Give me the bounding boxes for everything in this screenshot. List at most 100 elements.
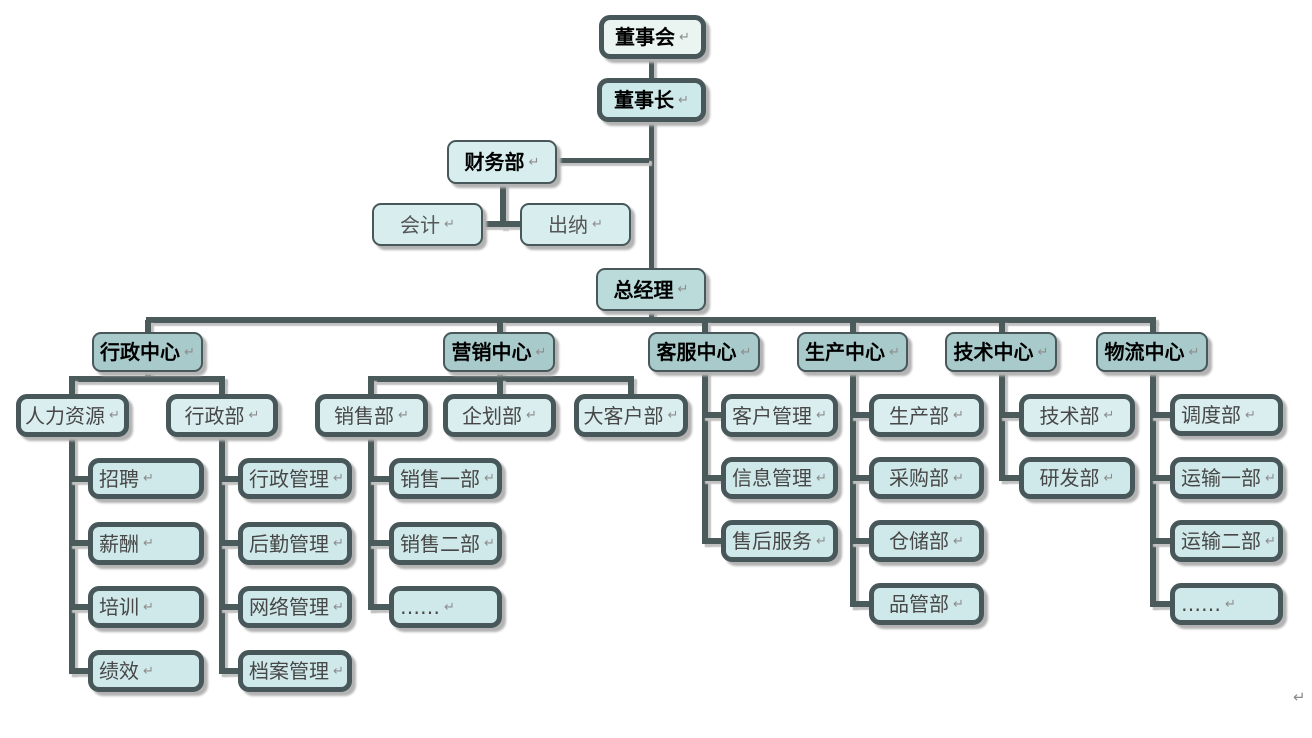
node-training[interactable]: 培训↵ — [88, 586, 204, 628]
node-logistics-more[interactable]: ……↵ — [1170, 583, 1283, 625]
node-hr-label: 人力资源 — [25, 403, 106, 428]
paragraph-return-mark: ↵ — [333, 536, 344, 551]
paragraph-return-mark: ↵ — [528, 154, 540, 170]
node-key-account-dept-label: 大客户部 — [583, 403, 664, 428]
node-network-mgmt[interactable]: 网络管理↵ — [238, 586, 352, 628]
node-quality[interactable]: 品管部↵ — [869, 583, 984, 625]
paragraph-return-mark: ↵ — [678, 92, 689, 108]
node-rd-dept-label: 研发部 — [1039, 466, 1100, 490]
node-after-sales-label: 售后服务 — [732, 529, 813, 553]
node-production-dept-label: 生产部 — [889, 403, 950, 428]
paragraph-return-mark: ↵ — [143, 471, 154, 486]
connector-stub-marketing — [497, 320, 503, 333]
node-tech-center[interactable]: 技术中心↵ — [945, 332, 1057, 372]
node-planning-dept[interactable]: 企划部↵ — [443, 394, 556, 437]
node-tech-dept[interactable]: 技术部↵ — [1019, 394, 1135, 437]
paragraph-return-mark: ↵ — [248, 408, 260, 423]
connector-sales-stub-2 — [368, 540, 390, 546]
node-logistics-more-label: …… — [1181, 592, 1221, 616]
node-purchasing-label: 采购部 — [889, 466, 950, 490]
paragraph-return-mark: ↵ — [535, 344, 547, 360]
node-sales-dept[interactable]: 销售部↵ — [315, 394, 428, 437]
paragraph-return-mark: ↵ — [816, 408, 827, 423]
node-finance-dept-label: 财务部 — [464, 150, 525, 174]
node-info-mgmt-label: 信息管理 — [732, 466, 813, 490]
connector-hr-stub-1 — [69, 476, 89, 482]
connector-logistics-stub-3 — [1150, 538, 1171, 544]
node-transport-1[interactable]: 运输一部↵ — [1170, 457, 1283, 499]
node-logistics-center[interactable]: 物流中心↵ — [1096, 332, 1208, 372]
paragraph-return-mark: ↵ — [953, 470, 964, 486]
paragraph-return-mark: ↵ — [953, 408, 964, 423]
node-admin-center[interactable]: 行政中心↵ — [92, 332, 203, 372]
node-transport-2[interactable]: 运输二部↵ — [1170, 520, 1283, 562]
node-finance-dept[interactable]: 财务部↵ — [447, 140, 557, 184]
connector-service-stub-1 — [702, 412, 722, 418]
connector-service-stub-2 — [702, 475, 722, 481]
connector-service-stub-3 — [702, 538, 722, 544]
node-general-manager-label: 总经理 — [613, 277, 674, 302]
node-customer-mgmt-label: 客户管理 — [732, 403, 813, 428]
connector-production-stub-2 — [850, 475, 870, 481]
node-service-center[interactable]: 客服中心↵ — [648, 332, 760, 372]
node-recruiting-label: 招聘 — [99, 466, 139, 491]
paragraph-return-mark: ↵ — [1245, 407, 1256, 423]
node-admin-mgmt[interactable]: 行政管理↵ — [238, 458, 352, 499]
node-warehouse[interactable]: 仓储部↵ — [869, 520, 984, 562]
paragraph-return-mark: ↵ — [444, 599, 455, 615]
connector-admin-stub-1 — [219, 476, 239, 482]
connector-service-col-v — [702, 371, 708, 544]
connector-logistics-col-v — [1150, 371, 1156, 607]
paragraph-return-mark: ↵ — [109, 408, 120, 423]
connector-spine-h — [146, 317, 1156, 323]
connector-hr-stub-4 — [69, 668, 89, 674]
node-dispatch-dept[interactable]: 调度部↵ — [1170, 394, 1283, 436]
node-sales-1[interactable]: 销售一部↵ — [389, 458, 502, 499]
connector-tech-stub-1 — [999, 412, 1020, 418]
node-logistics-support[interactable]: 后勤管理↵ — [238, 522, 352, 565]
node-board[interactable]: 董事会↵ — [599, 15, 706, 59]
node-purchasing[interactable]: 采购部↵ — [869, 457, 984, 499]
node-hr[interactable]: 人力资源↵ — [16, 394, 129, 437]
node-admin-dept[interactable]: 行政部↵ — [166, 394, 278, 437]
node-performance[interactable]: 绩效↵ — [88, 650, 204, 692]
node-tech-center-label: 技术中心 — [953, 340, 1034, 364]
node-rd-dept[interactable]: 研发部↵ — [1019, 457, 1135, 499]
node-archives-mgmt[interactable]: 档案管理↵ — [238, 650, 352, 692]
node-compensation[interactable]: 薪酬↵ — [88, 522, 204, 565]
connector-admin-dept-top-stub — [219, 378, 225, 395]
node-sales-1-label: 销售一部 — [400, 466, 480, 491]
node-transport-2-label: 运输二部 — [1181, 529, 1261, 553]
connector-sales-col-v — [368, 436, 374, 610]
node-sales-2[interactable]: 销售二部↵ — [389, 522, 502, 565]
connector-logistics-stub-1 — [1150, 412, 1171, 418]
node-planning-dept-label: 企划部 — [462, 403, 523, 428]
connector-stub-logistics — [1150, 320, 1156, 333]
node-production-center[interactable]: 生产中心↵ — [797, 332, 908, 372]
node-marketing-center[interactable]: 营销中心↵ — [443, 332, 555, 372]
node-cashier[interactable]: 出纳↵ — [520, 203, 631, 246]
paragraph-return-mark: ↵ — [143, 599, 154, 615]
paragraph-return-mark: ↵ — [1103, 408, 1115, 423]
paragraph-return-mark: ↵ — [1265, 533, 1276, 549]
node-accounting[interactable]: 会计↵ — [372, 203, 483, 246]
connector-admin-stub-3 — [219, 604, 239, 610]
connector-sales-top-stub — [368, 378, 374, 395]
node-after-sales[interactable]: 售后服务↵ — [721, 520, 838, 562]
paragraph-return-mark: ↵ — [333, 663, 344, 679]
connector-hr-stub-3 — [69, 604, 89, 610]
paragraph-return-mark: ↵ — [1103, 470, 1115, 486]
node-key-account-dept[interactable]: 大客户部↵ — [574, 394, 688, 437]
node-recruiting[interactable]: 招聘 ↵ — [88, 458, 204, 499]
paragraph-return-mark: ↵ — [526, 408, 537, 423]
node-sales-more[interactable]: ……↵ — [389, 586, 502, 628]
connector-stub-admin-center — [145, 320, 151, 333]
node-customer-mgmt[interactable]: 客户管理↵ — [721, 394, 838, 437]
node-info-mgmt[interactable]: 信息管理↵ — [721, 457, 838, 499]
node-chairman[interactable]: 董事长↵ — [597, 78, 706, 122]
node-production-dept[interactable]: 生产部↵ — [869, 394, 984, 437]
node-general-manager[interactable]: 总经理↵ — [596, 268, 706, 311]
paragraph-return-mark: ↵ — [444, 217, 455, 232]
paragraph-return-mark: ↵ — [1265, 470, 1276, 486]
paragraph-return-mark: ↵ — [333, 599, 344, 615]
